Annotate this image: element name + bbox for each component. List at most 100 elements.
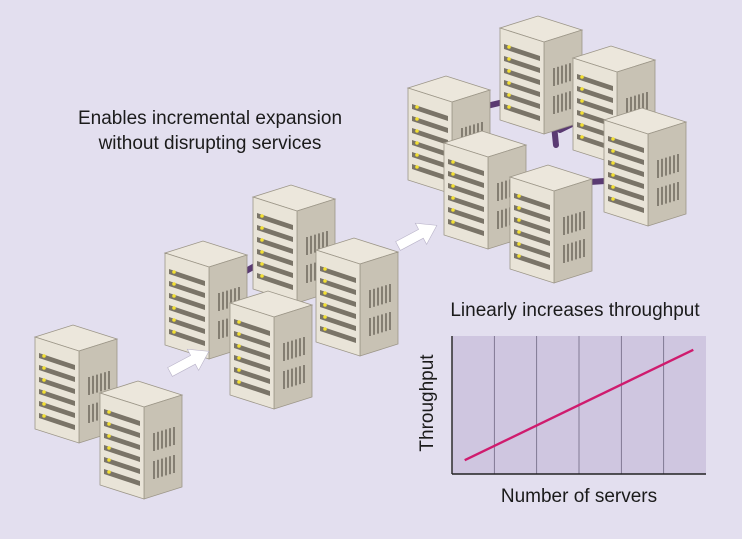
drive-bay (320, 302, 356, 319)
status-led (237, 332, 241, 336)
drive-bay (104, 469, 140, 486)
status-led (507, 81, 511, 85)
status-led (580, 135, 584, 139)
drive-bay (448, 207, 484, 224)
throughput-trend-line (464, 348, 694, 462)
drive-bay (514, 217, 550, 234)
drive-bay (412, 128, 448, 145)
status-led (107, 458, 111, 462)
status-led (580, 75, 584, 79)
drive-bay (412, 152, 448, 169)
status-led (42, 354, 46, 358)
status-led (415, 141, 419, 145)
status-led (517, 230, 521, 234)
drive-bay (514, 193, 550, 210)
drive-bay (320, 326, 356, 343)
status-led (323, 327, 327, 331)
drive-bay (39, 353, 75, 370)
arrow-shape (167, 348, 210, 377)
status-led (580, 123, 584, 127)
drive-bay (608, 184, 644, 201)
drive-bay (169, 317, 205, 334)
status-led (323, 279, 327, 283)
drive-bay (448, 183, 484, 200)
status-led (237, 356, 241, 360)
status-led (323, 291, 327, 295)
status-led (415, 165, 419, 169)
status-led (323, 267, 327, 271)
drive-bay (234, 367, 270, 384)
status-led (451, 172, 455, 176)
server-icon (602, 107, 688, 227)
caption-line-2: without disrupting services (98, 133, 322, 154)
drive-bay (504, 56, 540, 73)
status-led (107, 446, 111, 450)
drive-bay (234, 355, 270, 372)
status-led (172, 306, 176, 310)
drive-bay (169, 305, 205, 322)
status-led (507, 57, 511, 61)
drive-bay (320, 314, 356, 331)
drive-bay (608, 160, 644, 177)
server-icon (98, 380, 184, 500)
status-led (323, 315, 327, 319)
status-led (451, 196, 455, 200)
drive-bay (608, 148, 644, 165)
drive-bay (577, 74, 613, 91)
status-led (42, 378, 46, 382)
drive-bay (504, 92, 540, 109)
chart-axes (451, 336, 706, 475)
status-led (260, 226, 264, 230)
status-led (260, 262, 264, 266)
server-icon (442, 130, 528, 250)
drive-bay (514, 253, 550, 270)
drive-bay (104, 433, 140, 450)
status-led (611, 173, 615, 177)
status-led (260, 214, 264, 218)
server-side (143, 394, 183, 500)
status-led (172, 270, 176, 274)
drive-bay (39, 377, 75, 394)
status-led (237, 380, 241, 384)
drive-bay (608, 196, 644, 213)
drive-bay (412, 116, 448, 133)
status-led (517, 242, 521, 246)
arrow-shape (395, 222, 438, 251)
status-led (42, 402, 46, 406)
drive-bay (169, 293, 205, 310)
drive-bay (169, 269, 205, 286)
status-led (107, 422, 111, 426)
status-led (237, 368, 241, 372)
drive-bay (234, 331, 270, 348)
server-icon (498, 15, 584, 135)
drive-bay (320, 290, 356, 307)
status-led (42, 414, 46, 418)
status-led (611, 185, 615, 189)
status-led (415, 153, 419, 157)
status-led (172, 282, 176, 286)
status-led (237, 320, 241, 324)
status-led (260, 250, 264, 254)
status-led (451, 208, 455, 212)
status-led (611, 161, 615, 165)
drive-bay (257, 273, 293, 290)
drive-bay (412, 140, 448, 157)
growth-arrow (167, 348, 210, 377)
status-led (507, 105, 511, 109)
status-led (107, 410, 111, 414)
status-led (42, 366, 46, 370)
drive-bay (39, 401, 75, 418)
drive-bay (504, 44, 540, 61)
server-side (647, 121, 687, 227)
y-axis-label: Throughput (417, 354, 438, 452)
drive-bay (608, 136, 644, 153)
status-led (451, 160, 455, 164)
drive-bay (39, 365, 75, 382)
status-led (172, 318, 176, 322)
drive-bay (320, 278, 356, 295)
drive-bay (104, 445, 140, 462)
drive-bay (257, 249, 293, 266)
status-led (260, 274, 264, 278)
